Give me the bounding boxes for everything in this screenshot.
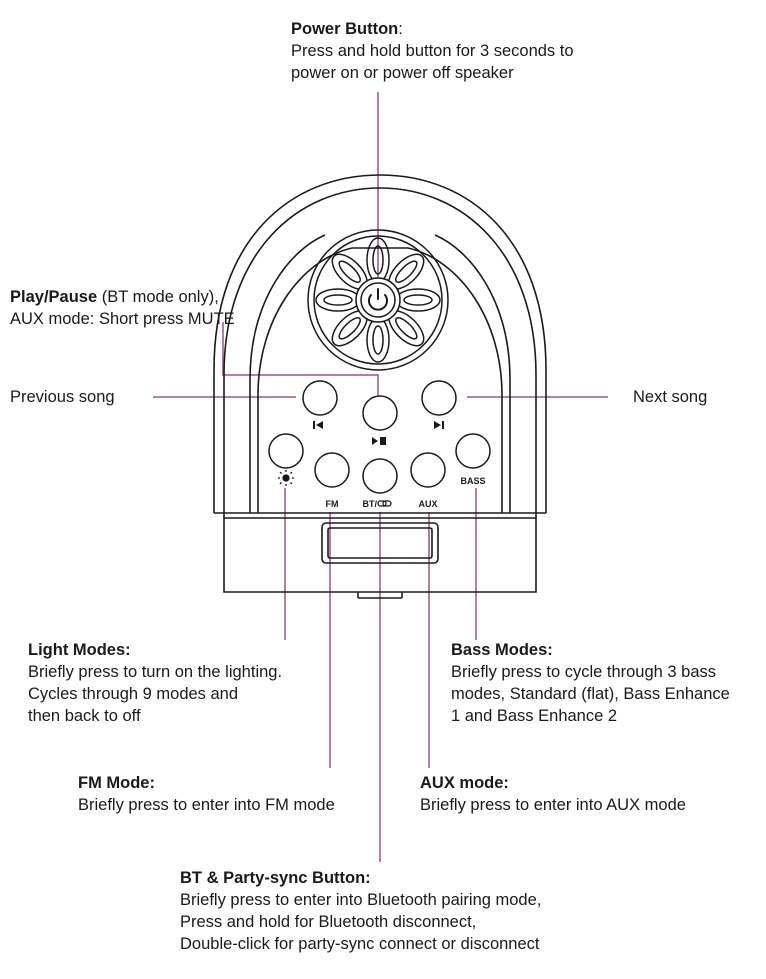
- bt-desc-2: Press and hold for Bluetooth disconnect,: [180, 913, 477, 931]
- previous-track-icon: [313, 421, 323, 429]
- grille-petal-inner: [323, 294, 353, 306]
- next-track-icon: [434, 421, 444, 429]
- bt-callout: BT & Party-sync Button: Briefly press to…: [180, 867, 541, 955]
- grille-petal-inner: [403, 294, 433, 306]
- base-front: [223, 513, 537, 593]
- light-button[interactable]: [268, 433, 304, 469]
- outer-shell: [213, 174, 547, 513]
- aux-button[interactable]: [410, 452, 446, 488]
- grille-petal: [366, 317, 390, 363]
- light-desc-2: Cycles through 9 modes and: [28, 685, 239, 703]
- power-icon[interactable]: [368, 288, 388, 311]
- bass-button[interactable]: [455, 433, 491, 469]
- grille-petal: [315, 288, 361, 312]
- left-rail: [249, 234, 326, 513]
- display-inner: [327, 527, 433, 559]
- bt-title: BT & Party-sync Button:: [180, 869, 371, 887]
- grille-petal-inner: [395, 317, 418, 340]
- power-title: Power Button: [291, 20, 399, 38]
- next-song-label: Next song: [633, 388, 708, 406]
- grille-petal-inner: [372, 245, 384, 275]
- play-pause-suffix: (BT mode only),: [97, 288, 219, 306]
- fm-desc: Briefly press to enter into FM mode: [78, 796, 335, 814]
- aux-callout: AUX mode: Briefly press to enter into AU…: [420, 772, 686, 816]
- next-button[interactable]: [421, 380, 457, 416]
- play-pause-callout: Play/Pause (BT mode only), AUX mode: Sho…: [10, 286, 235, 330]
- leader-lines: [153, 92, 608, 862]
- play-pause-button[interactable]: [362, 395, 398, 431]
- play-pause-icon: [372, 437, 386, 445]
- light-callout: Light Modes: Briefly press to turn on th…: [28, 639, 282, 727]
- bt-label: BT/: [363, 499, 378, 509]
- front-buttons: [268, 380, 491, 494]
- play-pause-title: Play/Pause: [10, 288, 98, 306]
- power-colon: :: [398, 20, 403, 38]
- bass-desc-2: modes, Standard (flat), Bass Enhance: [451, 685, 730, 703]
- grille-petal: [395, 288, 441, 312]
- grille-outer: [307, 229, 449, 371]
- inner-shell: [223, 187, 537, 513]
- light-desc-3: then back to off: [28, 707, 141, 725]
- leader-play-pause: [222, 322, 379, 396]
- power-callout: Power Button: Press and hold button for …: [291, 18, 574, 84]
- bt-button[interactable]: [362, 458, 398, 494]
- bt-desc-1: Briefly press to enter into Bluetooth pa…: [180, 891, 542, 909]
- right-rail: [434, 234, 511, 513]
- fm-label: FM: [326, 499, 339, 509]
- display-outer: [321, 522, 439, 564]
- play-pause-desc: AUX mode: Short press MUTE: [10, 310, 235, 328]
- grille-petals: [315, 237, 441, 363]
- light-title: Light Modes:: [28, 641, 131, 659]
- fm-title: FM Mode:: [78, 774, 155, 792]
- aux-label: AUX: [418, 499, 437, 509]
- grille-petal-inner: [338, 260, 361, 283]
- fm-callout: FM Mode: Briefly press to enter into FM …: [78, 772, 335, 816]
- grille-petal-inner: [338, 317, 361, 340]
- bass-title: Bass Modes:: [451, 641, 553, 659]
- previous-button[interactable]: [302, 380, 338, 416]
- bass-desc-3: 1 and Bass Enhance 2: [451, 707, 618, 725]
- aux-title: AUX mode:: [420, 774, 509, 792]
- previous-song-label: Previous song: [10, 388, 115, 406]
- grille-inner: [313, 235, 443, 365]
- bt-desc-3: Double-click for party-sync connect or d…: [180, 935, 540, 953]
- fm-button[interactable]: [314, 452, 350, 488]
- grille-petal-inner: [372, 325, 384, 355]
- bass-desc-1: Briefly press to cycle through 3 bass: [451, 663, 717, 681]
- sun-icon: [278, 470, 294, 486]
- light-desc-1: Briefly press to turn on the lighting.: [28, 663, 283, 681]
- bass-label: BASS: [460, 476, 485, 486]
- grille-petal-inner: [395, 260, 418, 283]
- aux-desc: Briefly press to enter into AUX mode: [420, 796, 686, 814]
- power-desc-2: power on or power off speaker: [291, 64, 514, 82]
- link-icon: [377, 500, 392, 507]
- power-desc-1: Press and hold button for 3 seconds to: [291, 42, 574, 60]
- bass-callout: Bass Modes: Briefly press to cycle throu…: [451, 639, 730, 727]
